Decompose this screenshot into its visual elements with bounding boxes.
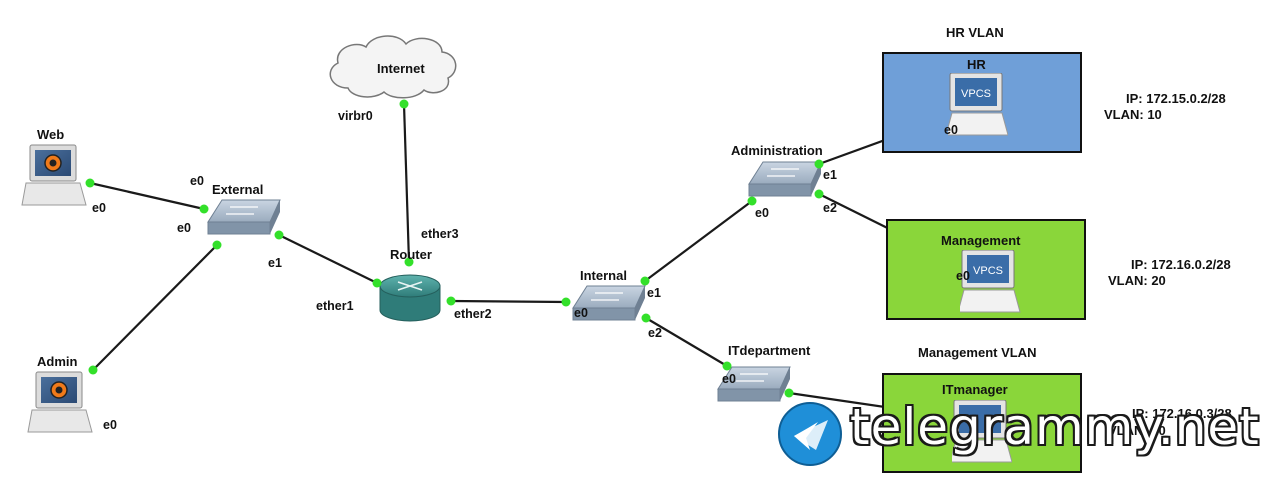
port-dot: [404, 257, 414, 267]
port-label-internal-e0: e0: [574, 306, 588, 320]
itmanager-ip-label: IP: 172.16.0.3/28: [1132, 406, 1232, 421]
link-internet-router: [402, 103, 411, 263]
port-label-ether2: ether2: [454, 307, 492, 321]
port-dot: [274, 230, 284, 240]
itmanager-vpcs-icon[interactable]: [952, 400, 1012, 464]
external-label: External: [212, 182, 264, 197]
itdepartment-switch-icon[interactable]: [717, 366, 791, 402]
hr-vlan-label: VLAN: 10: [1104, 107, 1162, 122]
port-label-web-e0: e0: [92, 201, 106, 215]
port-label-internal-e1: e1: [647, 286, 661, 300]
management-ip-label: IP: 172.16.0.2/28: [1131, 257, 1231, 272]
link-internal-administration: [644, 200, 753, 282]
port-dot: [784, 388, 794, 398]
port-dot: [747, 196, 757, 206]
port-label-admin-e0: e0: [103, 418, 117, 432]
port-label-ether1: ether1: [316, 299, 354, 313]
router-label: Router: [390, 247, 432, 262]
hr-vlan-title: HR VLAN: [946, 25, 1004, 40]
port-label-management-e0: e0: [956, 269, 970, 283]
vpcs-screen-label: VPCS: [973, 265, 1003, 277]
administration-switch-icon[interactable]: [748, 161, 822, 197]
port-dot: [814, 189, 824, 199]
management-vpcs-icon[interactable]: VPCS: [960, 250, 1024, 314]
port-label-virbr0: virbr0: [338, 109, 373, 123]
internal-label: Internal: [580, 268, 627, 283]
port-dot: [399, 99, 409, 109]
port-dot: [814, 159, 824, 169]
internet-cloud-icon[interactable]: [329, 35, 457, 99]
itmanager-node-label: ITmanager: [942, 382, 1008, 397]
port-dot: [446, 296, 456, 306]
port-label-administration-e1: e1: [823, 168, 837, 182]
port-dot: [640, 276, 650, 286]
port-label-administration-e0: e0: [755, 206, 769, 220]
itdepartment-label: ITdepartment: [728, 343, 811, 358]
port-dot: [85, 178, 95, 188]
watermark-text: telegrammy.net: [850, 398, 1260, 456]
port-dot: [199, 204, 209, 214]
admin-host-icon[interactable]: [27, 371, 93, 433]
administration-label: Administration: [731, 143, 823, 158]
link-internal-itdepartment: [645, 317, 728, 367]
port-label-external-e0-left: e0: [177, 221, 191, 235]
port-label-internal-e2: e2: [648, 326, 662, 340]
web-label: Web: [37, 127, 65, 142]
internet-label: Internet: [377, 61, 425, 76]
port-dot: [722, 361, 732, 371]
web-host-icon[interactable]: [21, 144, 87, 206]
telegram-logo-icon: [778, 402, 842, 466]
port-label-external-e1: e1: [268, 256, 282, 270]
link-admin-external: [92, 244, 218, 371]
port-dot: [212, 240, 222, 250]
external-switch-icon[interactable]: [207, 199, 281, 235]
link-web-external: [89, 181, 205, 211]
hr-vpcs-icon[interactable]: VPCS: [948, 73, 1008, 137]
hr-ip-label: IP: 172.15.0.2/28: [1126, 91, 1226, 106]
port-dot: [641, 313, 651, 323]
port-dot: [88, 365, 98, 375]
port-label-hr-e0: e0: [944, 123, 958, 137]
management-node-label: Management: [941, 233, 1021, 248]
port-label-itdepartment-e0: e0: [722, 372, 736, 386]
port-label-administration-e2: e2: [823, 201, 837, 215]
port-dot: [561, 297, 571, 307]
management-vlan-label: VLAN: 20: [1108, 273, 1166, 288]
port-dot: [372, 278, 382, 288]
router-icon[interactable]: [379, 274, 441, 322]
management-vlan-title: Management VLAN: [918, 345, 1037, 360]
internal-switch-icon[interactable]: [572, 285, 646, 321]
port-label-ether3: ether3: [421, 227, 459, 241]
hr-node-label: HR: [967, 57, 986, 72]
link-router-internal: [450, 299, 567, 304]
admin-label: Admin: [37, 354, 78, 369]
link-external-router: [278, 234, 378, 284]
vpcs-screen-label: VPCS: [961, 88, 991, 100]
itmanager-vlan-label: VLAN: 20: [1108, 423, 1166, 438]
port-label-external-e0-top: e0: [190, 174, 204, 188]
